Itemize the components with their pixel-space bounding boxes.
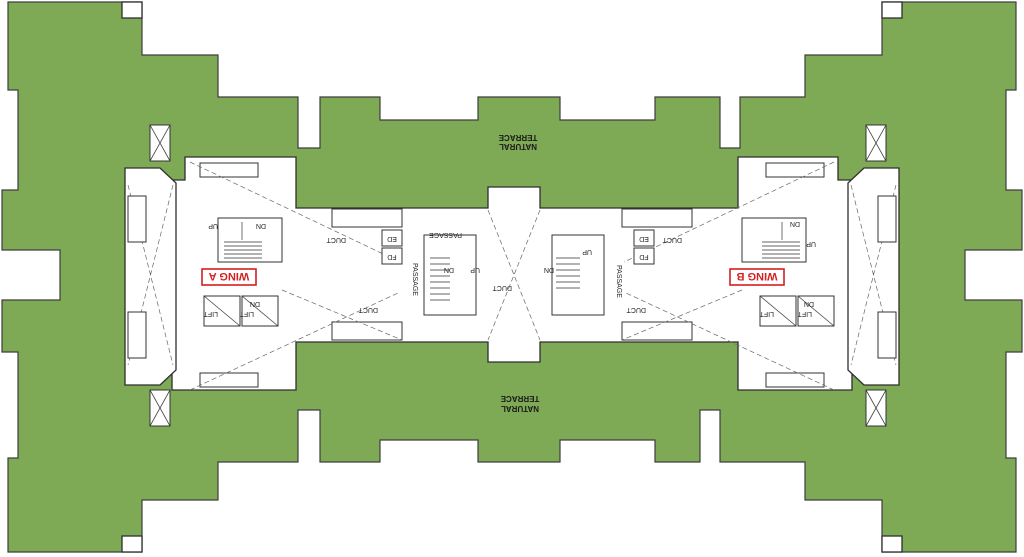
terrace-label-top: NATURAL TERRACE bbox=[498, 133, 537, 151]
ed-label-left: ED bbox=[387, 235, 397, 242]
passage-label-center: PASSAGE bbox=[429, 231, 462, 238]
dn-label-6: DN bbox=[804, 300, 814, 307]
notch-tr bbox=[881, 1, 903, 19]
passage-label-right: PASSAGE bbox=[615, 265, 622, 298]
lift-label-3: LIFT bbox=[759, 310, 774, 317]
staircase-right bbox=[741, 217, 807, 263]
dn-label-2: DN bbox=[444, 266, 454, 273]
terrace-label-bottom: NATURAL TERRACE bbox=[500, 394, 539, 413]
lift-label-1: LIFT bbox=[203, 310, 218, 317]
notch-tl bbox=[121, 1, 143, 19]
lifts-right bbox=[759, 295, 835, 327]
staircase-center-right bbox=[551, 234, 605, 316]
up-label-3: UP bbox=[582, 248, 592, 255]
wing-b-box bbox=[729, 268, 785, 286]
notch-bl bbox=[121, 535, 143, 553]
staircase-center-left bbox=[423, 234, 477, 316]
duct-label-5: DUCT bbox=[626, 306, 646, 313]
wing-b-label: WING B bbox=[736, 270, 777, 282]
duct-label-4: DUCT bbox=[662, 236, 682, 243]
staircase-left bbox=[217, 217, 283, 263]
duct-diagonals bbox=[189, 161, 835, 391]
wing-a-box bbox=[201, 268, 257, 286]
wing-a-label: WING A bbox=[209, 270, 250, 282]
up-label-1: UP bbox=[208, 222, 218, 229]
skylight-boxes bbox=[149, 124, 887, 427]
lift-label-2: LIFT bbox=[239, 310, 254, 317]
up-label-4: UP bbox=[806, 240, 816, 247]
duct-label-1: DUCT bbox=[326, 236, 346, 243]
fd-label-right: FD bbox=[639, 253, 648, 260]
dn-label-4: DN bbox=[250, 300, 260, 307]
lifts-left bbox=[203, 295, 279, 327]
natural-label-bottom: NATURAL bbox=[501, 404, 539, 413]
passage-label-left: PASSAGE bbox=[411, 263, 418, 296]
ed-label-right: ED bbox=[639, 235, 649, 242]
duct-label-2: DUCT bbox=[358, 306, 378, 313]
dn-label-1: DN bbox=[256, 222, 266, 229]
duct-label-3: DUCT bbox=[492, 284, 512, 291]
terrace-label-top-text: TERRACE bbox=[498, 133, 537, 142]
fd-label-left: FD bbox=[387, 253, 396, 260]
notch-br bbox=[881, 535, 903, 553]
dn-label-3: DN bbox=[544, 266, 554, 273]
up-label-2: UP bbox=[470, 266, 480, 273]
natural-label-top: NATURAL bbox=[499, 142, 537, 151]
terrace-label-bottom-text: TERRACE bbox=[500, 394, 539, 403]
lift-label-4: LIFT bbox=[797, 310, 812, 317]
dn-label-5: DN bbox=[790, 220, 800, 227]
